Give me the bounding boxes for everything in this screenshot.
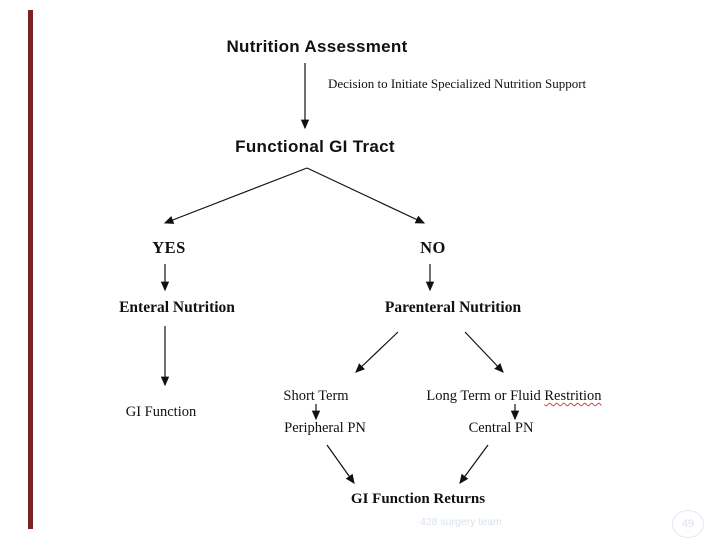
- arrow-parenteral-to-longterm: [464, 331, 504, 373]
- arrow-parenteral-to-shortterm: [355, 331, 399, 373]
- footer-team-label: 428 surgery team: [420, 516, 502, 528]
- misspelled-word-restrition: Restrition: [544, 388, 602, 404]
- arrow-functional-to-yes: [163, 167, 308, 224]
- arrow-central-to-returns: [459, 444, 489, 484]
- decision-note: Decision to Initiate Specialized Nutriti…: [328, 76, 587, 91]
- node-peripheral-pn: Peripheral PN: [284, 420, 366, 436]
- long-term-text: Long Term or Fluid: [426, 388, 545, 404]
- node-yes: YES: [152, 238, 186, 257]
- node-no: NO: [420, 238, 446, 257]
- page-number-circle: 49: [672, 510, 704, 538]
- arrow-peripheral-to-returns: [326, 444, 355, 484]
- node-central-pn: Central PN: [468, 420, 534, 436]
- arrow-functional-to-no: [306, 167, 426, 224]
- node-long-term: Long Term or Fluid Restrition: [426, 388, 601, 405]
- node-nutrition-assessment: Nutrition Assessment: [226, 37, 408, 56]
- node-short-term: Short Term: [283, 388, 349, 404]
- node-gi-function: GI Function: [125, 404, 197, 420]
- node-parenteral-nutrition: Parenteral Nutrition: [384, 299, 522, 316]
- page-number: 49: [681, 518, 695, 530]
- node-functional-gi-tract: Functional GI Tract: [235, 137, 395, 156]
- node-gi-function-returns: GI Function Returns: [350, 491, 486, 507]
- left-accent-bar: [28, 10, 33, 529]
- node-enteral-nutrition: Enteral Nutrition: [119, 299, 235, 316]
